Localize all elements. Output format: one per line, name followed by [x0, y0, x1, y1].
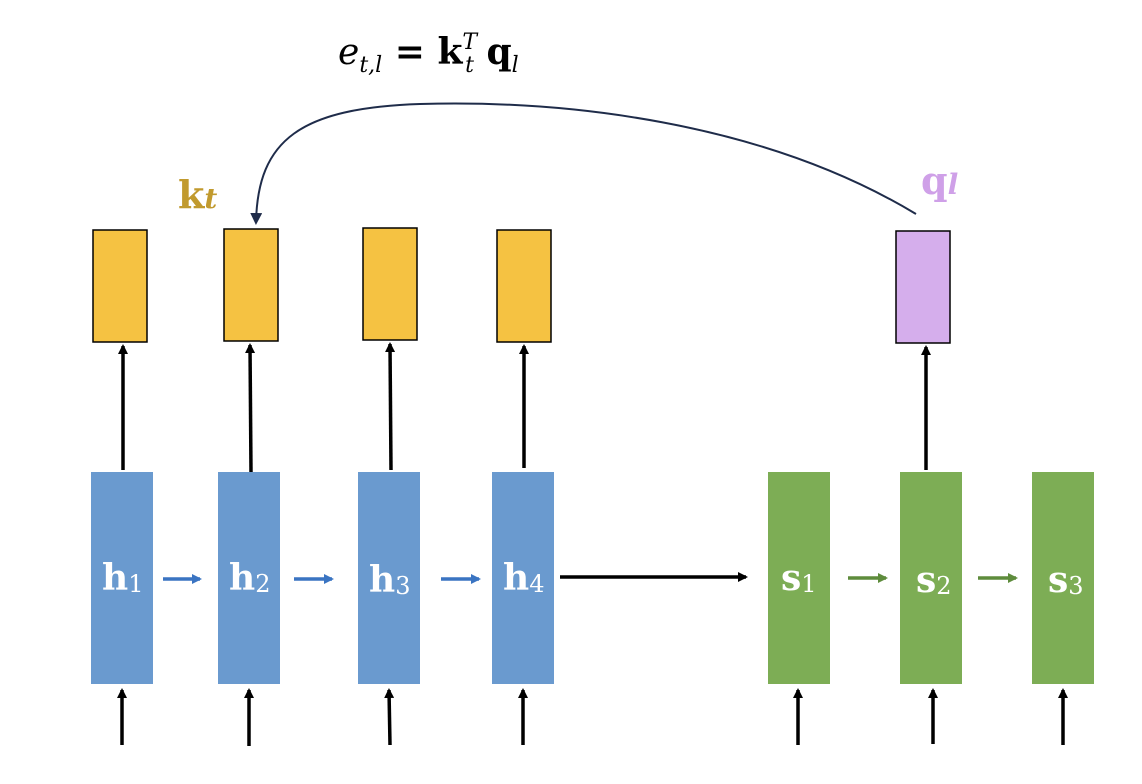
encoder-label-h2-main: h	[229, 557, 256, 599]
encoder-box-4	[492, 472, 554, 684]
encoder-label-h1-sub: 1	[128, 570, 144, 598]
equation-e: e	[338, 32, 360, 73]
decoder-label-s3: s3	[1048, 562, 1084, 598]
equation-k-superscript: T	[462, 30, 478, 55]
key-label-subscript: t	[204, 182, 218, 215]
h3-to-key-arrow	[385, 342, 396, 471]
encoder-label-h3: h3	[369, 562, 410, 598]
equation-q: q	[486, 31, 512, 73]
query-box	[895, 230, 951, 344]
encoder-box-3	[358, 472, 420, 684]
decoder-label-s1-main: s	[781, 557, 802, 599]
decoder-label-s2-main: s	[916, 559, 937, 601]
equation-q-subscript: l	[511, 53, 519, 79]
equation-e-subscript: t,l	[359, 53, 383, 79]
encoder-label-h1-main: h	[102, 557, 129, 599]
equation-equals: =	[394, 31, 425, 73]
decoder-label-s1-sub: 1	[801, 570, 817, 598]
encoder-label-h4-sub: 4	[529, 570, 545, 598]
decoder-label-s3-sub: 3	[1068, 572, 1084, 600]
key-box-1	[92, 229, 148, 343]
input-arrow-h3	[384, 688, 395, 746]
encoder-label-h3-main: h	[369, 559, 396, 601]
encoder-label-h4: h4	[503, 560, 544, 596]
key-label-main: k	[178, 172, 205, 217]
attention-score-equation: et,l = kTt ql	[338, 31, 519, 79]
key-box-4	[496, 229, 552, 343]
key-box-2	[223, 228, 279, 342]
query-label-subscript: l	[947, 168, 959, 201]
decoder-box-3	[1032, 472, 1094, 684]
key-box-3	[362, 227, 418, 341]
encoder-label-h2: h2	[229, 560, 270, 596]
attention-curve-arrow	[250, 102, 917, 225]
decoder-box-2	[900, 472, 962, 684]
key-label: kt	[178, 176, 217, 214]
decoder-label-s1: s1	[781, 560, 817, 596]
h2-to-key-arrow	[245, 343, 256, 473]
decoder-label-s2: s2	[916, 562, 952, 598]
decoder-label-s2-sub: 2	[936, 572, 952, 600]
encoder-box-2	[218, 472, 280, 684]
encoder-label-h2-sub: 2	[255, 570, 271, 598]
decoder-box-1	[768, 472, 830, 684]
encoder-box-1	[91, 472, 153, 684]
query-label-main: q	[921, 158, 948, 203]
equation-k-subscript: t	[465, 53, 474, 79]
encoder-label-h1: h1	[102, 560, 143, 596]
equation-k: k	[437, 31, 463, 73]
query-label: ql	[921, 162, 958, 200]
encoder-label-h4-main: h	[503, 557, 530, 599]
encoder-label-h3-sub: 3	[395, 572, 411, 600]
decoder-label-s3-main: s	[1048, 559, 1069, 601]
